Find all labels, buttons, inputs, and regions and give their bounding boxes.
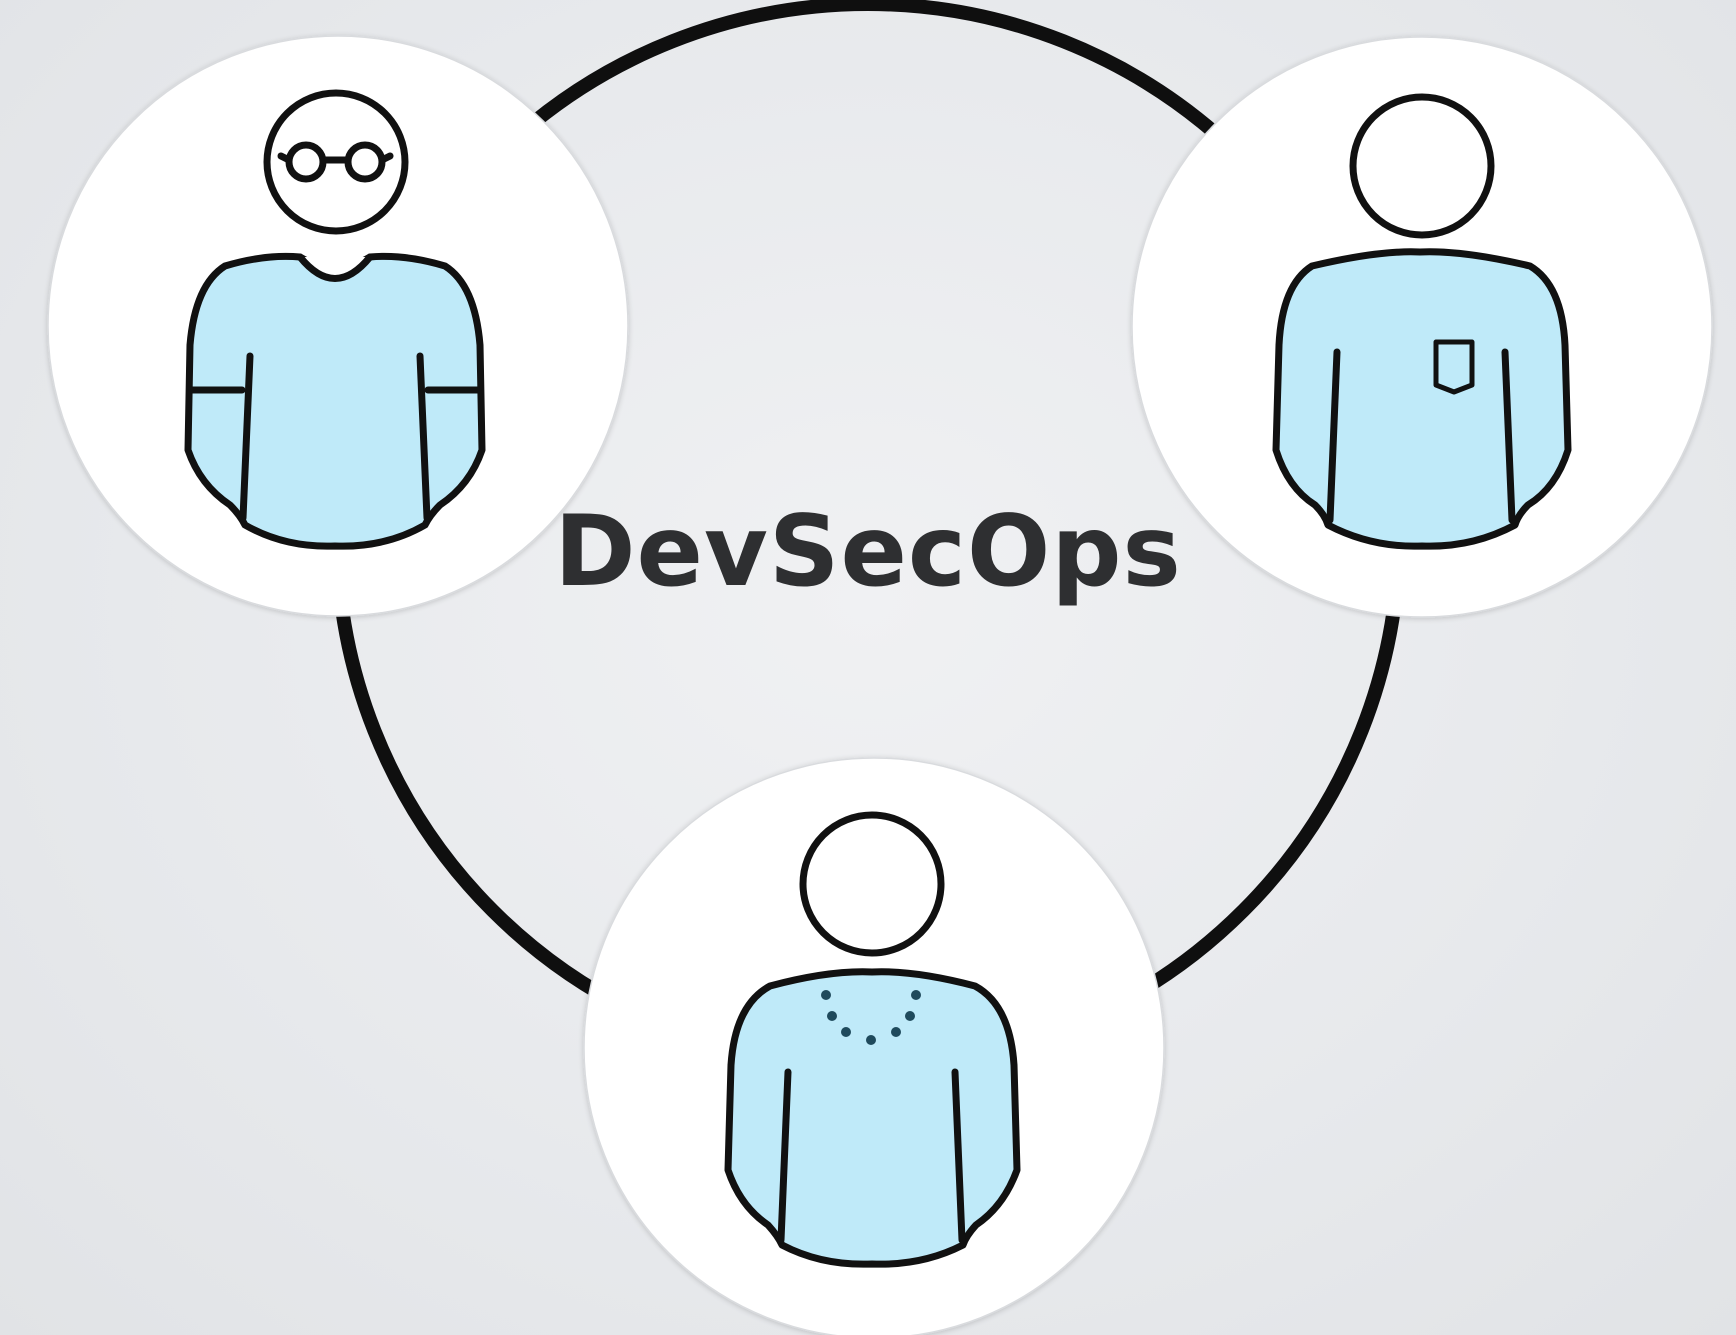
node-person-necklace xyxy=(583,757,1165,1335)
node-person-pocket xyxy=(1131,36,1713,618)
center-label: DevSecOps xyxy=(554,495,1182,609)
node-person-glasses xyxy=(47,35,629,617)
necklace-beads xyxy=(821,990,921,1045)
glasses-person-icon xyxy=(184,89,486,550)
necklace-person-icon xyxy=(724,811,1021,1268)
pocket-shirt-person-icon xyxy=(1272,93,1572,550)
